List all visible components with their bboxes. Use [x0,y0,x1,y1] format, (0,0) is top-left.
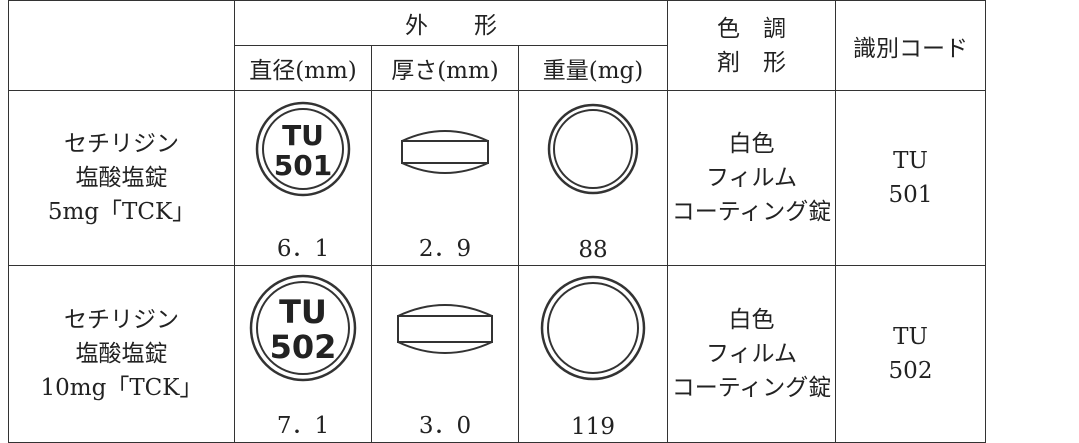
color-value: 白色 [728,131,775,157]
color-form-cell: 白色 フィルム コーティング錠 [667,90,836,266]
product-name: セチリジン 塩酸塩錠 5mg「TCK」 [8,90,235,266]
tablet-side-view-image [401,130,489,174]
table-row: セチリジン 塩酸塩錠 10mg「TCK」 TU 502 7．1 3．0 [8,265,986,443]
code-value: TU [893,148,928,174]
color-header: 色 調 [717,15,786,42]
tablet-spec-table: 外 形 色 調 剤 形 識別コード 直径(mm) 厚さ(mm) 重量(mg) セ… [8,0,986,443]
weight-header: 重量(mg) [518,45,668,91]
tablet-side-view-image [397,304,493,354]
thickness-value: 2．9 [418,236,472,262]
weight-value: 88 [578,237,608,263]
code-value: 501 [888,182,933,208]
weight-cell: 88 [518,90,668,266]
imprint-top-text: TU [279,293,327,331]
code-cell: TU 502 [835,265,986,443]
form-value: フィルム [705,341,798,367]
diameter-cell: TU 502 7．1 [234,265,372,443]
weight-cell: 119 [518,265,668,443]
form-value: フィルム [705,165,798,191]
color-form-cell: 白色 フィルム コーティング錠 [667,265,836,443]
thickness-value: 3．0 [418,413,472,439]
code-value: 502 [888,358,933,384]
diameter-header: 直径(mm) [234,45,372,91]
tablet-back-view-image [540,275,646,381]
product-name-line: 5mg「TCK」 [47,199,196,225]
product-name-line: 塩酸塩錠 [75,165,168,191]
tablet-top-view-image: TU 502 [249,274,357,382]
tablet-top-view-image: TU 501 [255,101,351,197]
table-row: セチリジン 塩酸塩錠 5mg「TCK」 TU 501 6．1 2．9 [8,90,986,266]
product-name-line: 10mg「TCK」 [40,375,203,401]
color-form-header: 色 調 剤 形 [667,0,836,91]
shape-group-header: 外 形 [234,0,668,46]
form-value: コーティング錠 [671,199,832,225]
product-name-line: セチリジン [64,131,179,157]
diameter-value: 6．1 [276,236,330,262]
weight-value: 119 [571,414,615,440]
thickness-cell: 3．0 [371,265,519,443]
form-value: コーティング錠 [671,375,832,401]
diameter-value: 7．1 [276,413,330,439]
corner-header [8,0,235,91]
code-header: 識別コード [835,0,986,91]
thickness-header: 厚さ(mm) [371,45,519,91]
form-header: 剤 形 [717,49,786,76]
imprint-bottom-text: 502 [270,328,337,366]
product-name-line: セチリジン [64,307,179,333]
color-value: 白色 [728,307,775,333]
product-name-line: 塩酸塩錠 [75,341,168,367]
imprint-bottom-text: 501 [274,149,332,182]
tablet-back-view-image [547,103,639,195]
thickness-cell: 2．9 [371,90,519,266]
diameter-cell: TU 501 6．1 [234,90,372,266]
code-cell: TU 501 [835,90,986,266]
imprint-top-text: TU [282,119,324,152]
code-value: TU [893,324,928,350]
product-name: セチリジン 塩酸塩錠 10mg「TCK」 [8,265,235,443]
